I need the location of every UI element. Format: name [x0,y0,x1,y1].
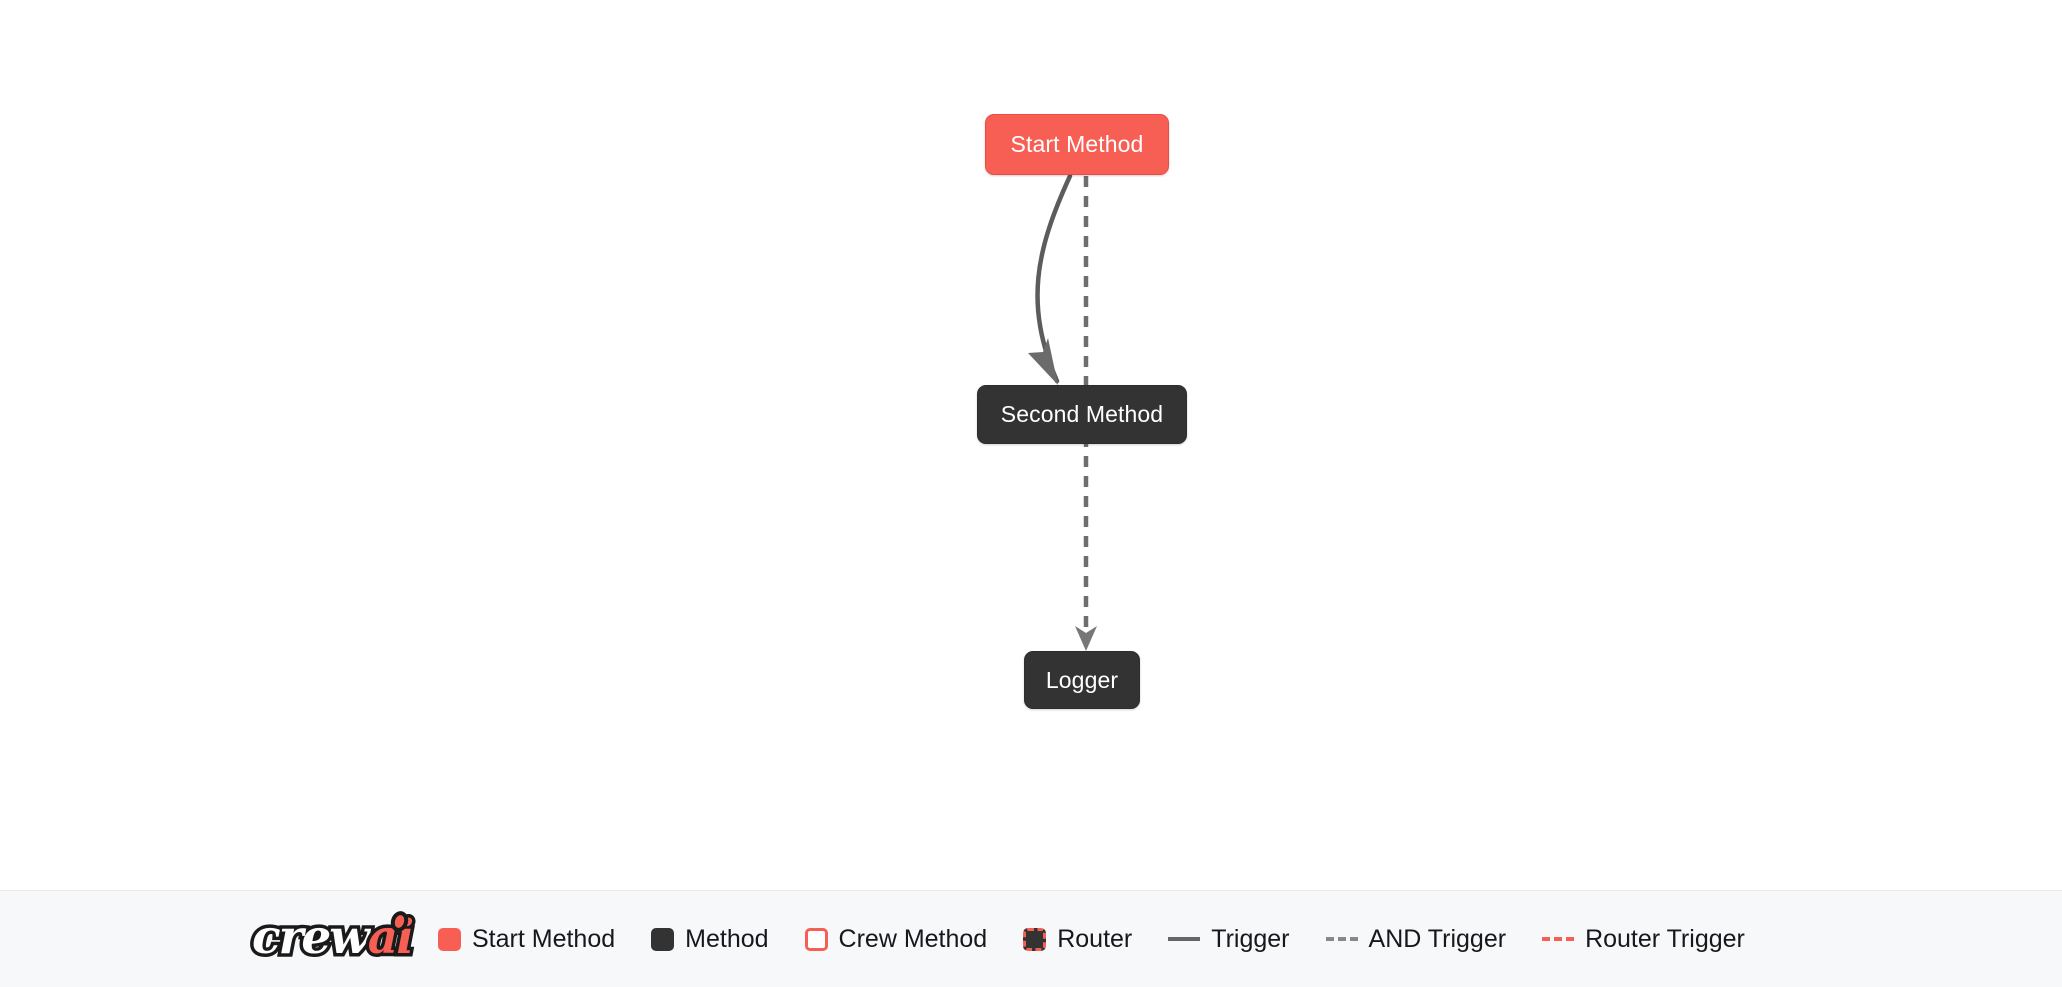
flow-node-label: Second Method [1000,401,1164,427]
flow-canvas[interactable]: Start Method Second Method Logger [0,0,2062,890]
legend-item-label: Start Method [472,924,616,953]
flow-node-second-method[interactable]: Second Method [977,385,1187,444]
flow-node-logger[interactable]: Logger [1024,651,1140,709]
legend-item-label: Router [1057,924,1133,953]
legend-item-crew-method: Crew Method [804,924,988,953]
legend-item-label: Router Trigger [1585,924,1745,953]
start-method-swatch-icon [438,927,461,951]
legend-item-trigger: Trigger [1168,924,1290,953]
router-swatch-icon [1023,927,1047,951]
legend-item-label: Crew Method [838,924,988,953]
legend-footer: crewai Start Method Method Crew Method R… [0,890,2062,987]
legend-item-label: AND Trigger [1368,924,1507,953]
legend-item-router-trigger: Router Trigger [1542,924,1745,953]
and-trigger-line-icon [1325,937,1358,941]
legend-item-router: Router [1023,924,1133,953]
crewai-logo: crewai [249,906,418,972]
edge-trigger-arrowhead [1028,338,1058,385]
legend-item-label: Method [685,924,769,953]
legend-item-label: Trigger [1211,924,1290,953]
flow-node-label: Start Method [1010,131,1144,157]
router-trigger-line-icon [1542,937,1575,941]
flow-node-label: Logger [1045,666,1119,693]
legend: crewai Start Method Method Crew Method R… [249,906,1745,972]
edge-and-trigger-arrowhead [1075,626,1097,651]
flow-node-start-method[interactable]: Start Method [985,114,1169,175]
legend-item-and-trigger: AND Trigger [1325,924,1507,953]
trigger-line-icon [1168,937,1201,941]
legend-item-start-method: Start Method [438,924,616,953]
crew-method-swatch-icon [804,927,828,951]
legend-item-method: Method [651,924,769,953]
edge-trigger [1035,173,1073,384]
crewai-wordmark: crewai [249,911,418,965]
method-swatch-icon [651,927,675,951]
crewai-wordmark-crew: crew [249,910,374,965]
